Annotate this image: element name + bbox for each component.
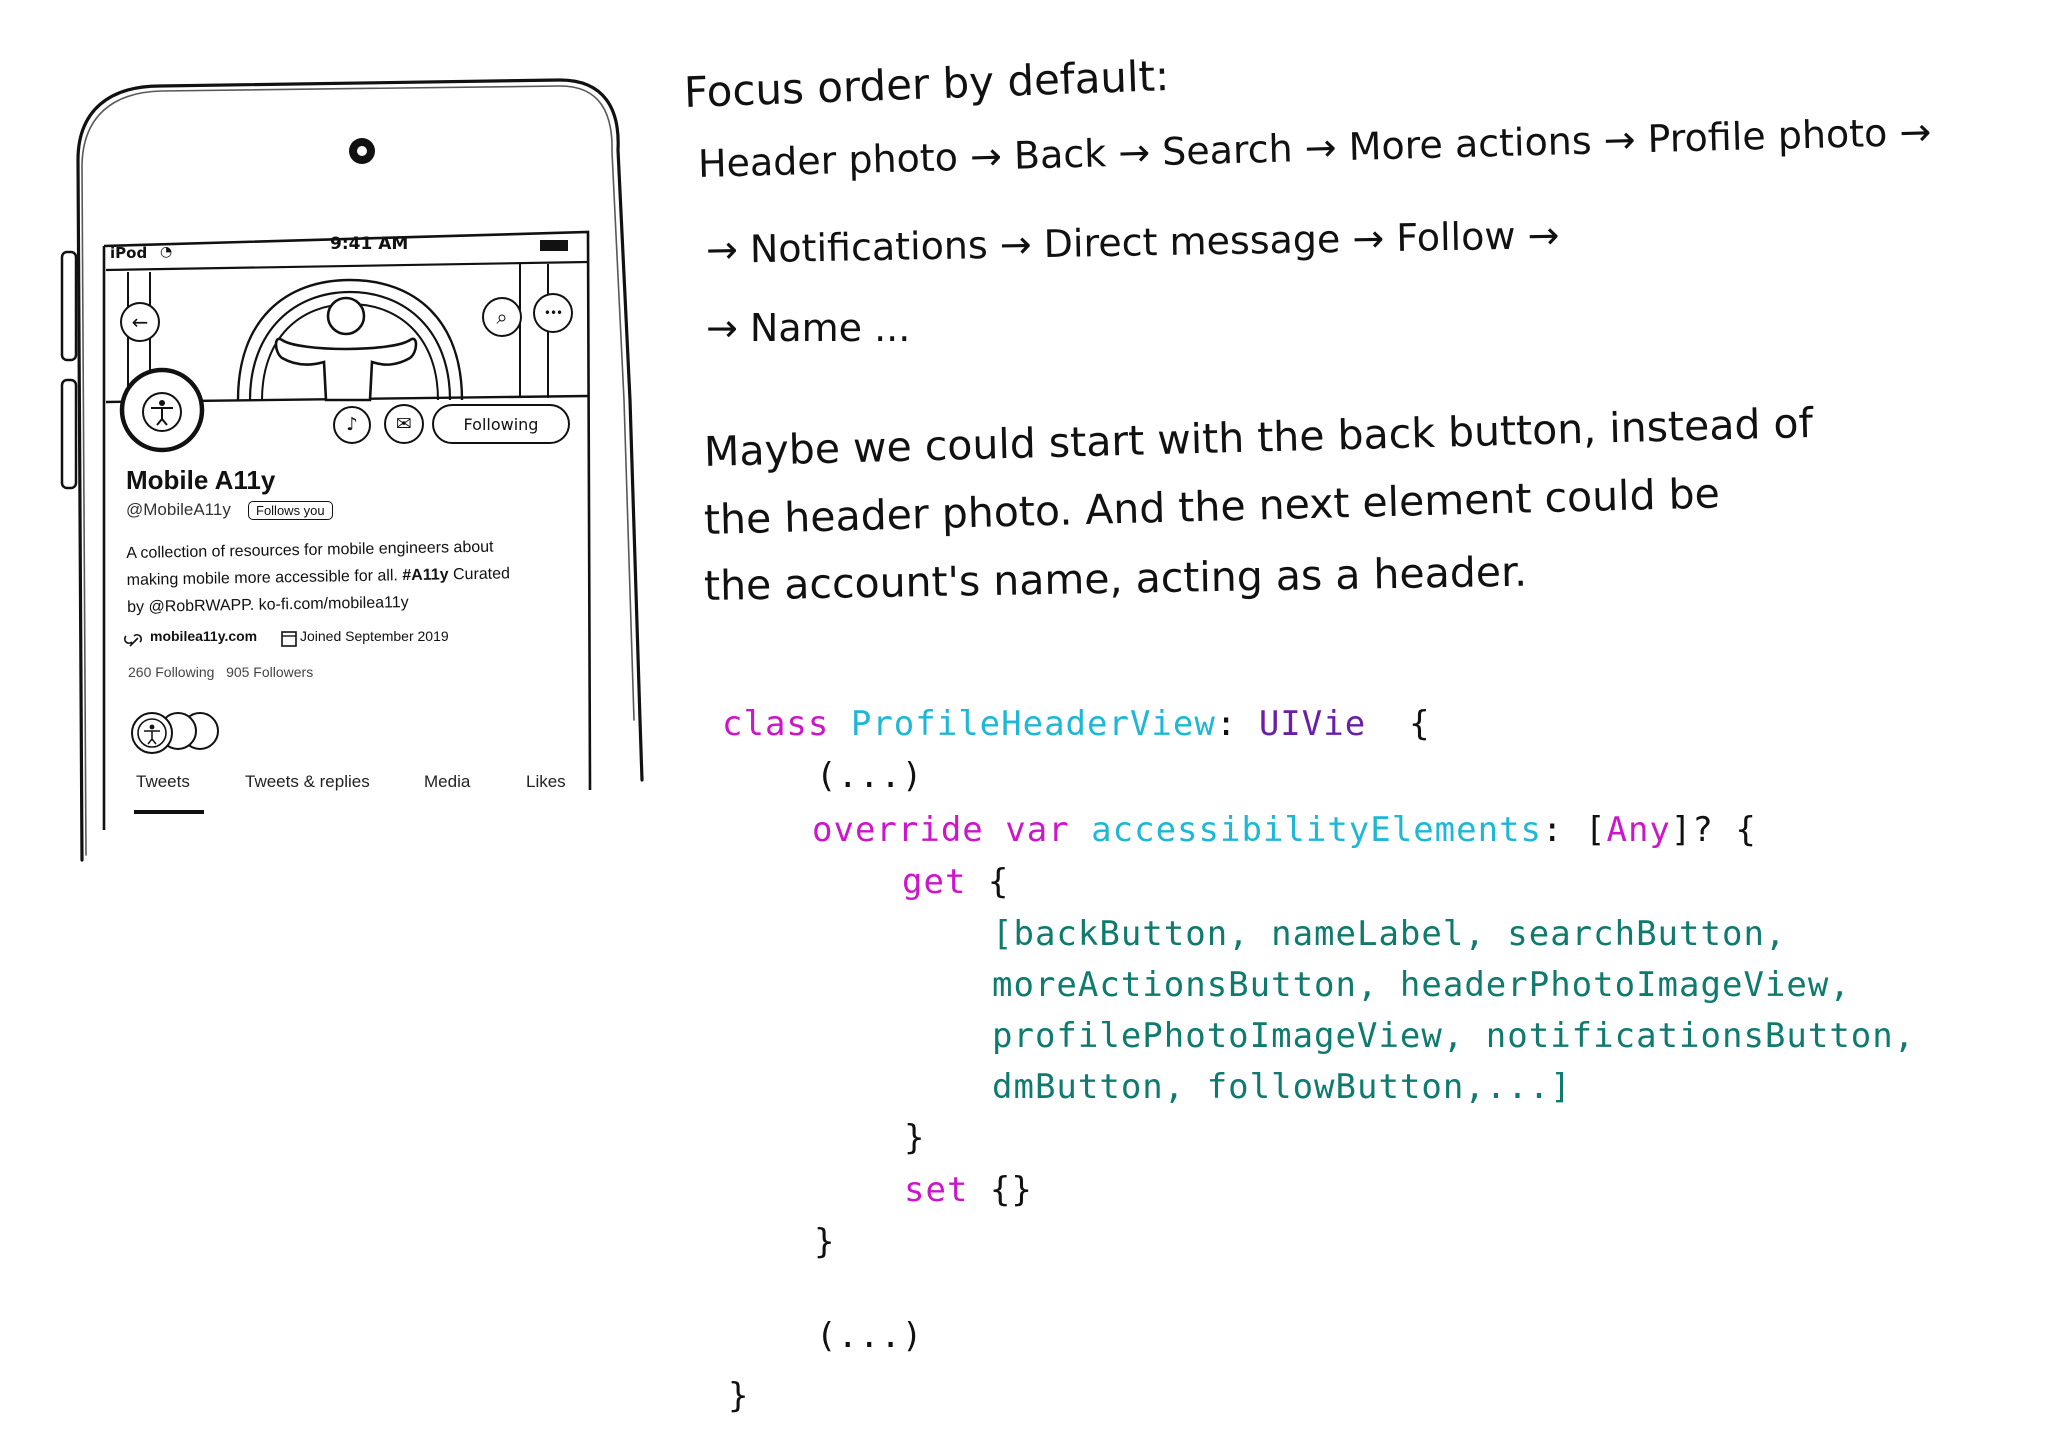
- clock-label: 9:41 AM: [330, 234, 409, 254]
- side-button-bottom: [60, 378, 78, 490]
- follow-stats: 260 Following 905 Followers: [128, 664, 313, 680]
- follows-you-badge: Follows you: [248, 501, 333, 520]
- website-link[interactable]: mobilea11y.com: [150, 628, 258, 644]
- focus-order-line-2: → Notifications → Direct message → Follo…: [705, 213, 1560, 272]
- keyword: var: [1005, 810, 1070, 850]
- tab-tweets[interactable]: Tweets: [136, 772, 190, 791]
- hashtag-link[interactable]: #A11y: [402, 566, 449, 585]
- followers-avatars: [131, 712, 219, 754]
- code-line-set: set {}: [904, 1170, 1033, 1210]
- punctuation: :: [1542, 810, 1564, 850]
- punctuation: :: [1215, 704, 1238, 744]
- code-class-close: }: [728, 1376, 750, 1416]
- code-ellipsis-top: (...): [816, 756, 924, 796]
- code-elements-line-2: moreActionsButton, headerPhotoImageView,: [992, 965, 1851, 1005]
- battery-icon: [540, 240, 568, 251]
- code-elements-line-3: profilePhotoImageView, notificationsButt…: [992, 1016, 1916, 1056]
- code-ellipsis-bottom: (...): [816, 1316, 924, 1356]
- focus-order-heading: Focus order by default:: [683, 51, 1171, 117]
- keyword: set: [904, 1170, 969, 1210]
- screen-outline: [102, 230, 592, 830]
- joined-date: Joined September 2019: [300, 628, 449, 644]
- search-icon: ⌕: [496, 305, 508, 329]
- direct-message-button[interactable]: ✉: [384, 404, 424, 444]
- wifi-icon: ◔: [160, 244, 173, 260]
- profile-name: Mobile A11y: [126, 465, 276, 495]
- focus-order-line-3: → Name ...: [706, 306, 911, 350]
- suggestion-line-3: the account's name, acting as a header.: [703, 547, 1528, 610]
- tab-tweets-replies[interactable]: Tweets & replies: [245, 772, 370, 791]
- type-name: ProfileHeaderView: [850, 704, 1216, 744]
- phone-outline: [76, 78, 644, 862]
- search-button[interactable]: ⌕: [482, 297, 522, 337]
- code-line-class: class ProfileHeaderView: UIVie {: [722, 704, 1431, 744]
- more-actions-button[interactable]: •••: [533, 293, 573, 333]
- followers-count[interactable]: 905 Followers: [226, 664, 314, 680]
- keyword: get: [902, 862, 967, 902]
- keyword: class: [722, 704, 830, 744]
- mail-icon: ✉: [396, 412, 412, 435]
- code-elements-line-4: dmButton, followButton,...]: [992, 1067, 1572, 1107]
- notifications-button[interactable]: ♪: [333, 406, 371, 444]
- tab-media[interactable]: Media: [424, 772, 471, 791]
- calendar-icon: [281, 631, 297, 647]
- carrier-label: iPod: [110, 244, 148, 262]
- more-icon: •••: [543, 306, 563, 320]
- punctuation: {: [1409, 704, 1431, 744]
- code-property-close: }: [814, 1222, 836, 1262]
- focus-order-line-1: Header photo → Back → Search → More acti…: [697, 109, 1932, 186]
- link-icon: [123, 633, 143, 647]
- superclass-name: UIVie: [1258, 704, 1367, 744]
- code-get-close: }: [904, 1118, 926, 1158]
- bio-text: Curated: [448, 565, 511, 584]
- code-line-override: override var accessibilityElements: [Any…: [812, 810, 1757, 850]
- side-button-top: [60, 250, 78, 362]
- profile-bio: A collection of resources for mobile eng…: [126, 532, 577, 621]
- profile-photo: [119, 367, 205, 453]
- type-name: Any: [1606, 810, 1671, 850]
- arrow-left-icon: ←: [131, 310, 149, 334]
- punctuation: {}: [989, 1170, 1033, 1210]
- keyword: override: [812, 810, 984, 850]
- bell-icon: ♪: [346, 414, 358, 435]
- bio-text: making mobile more accessible for all.: [126, 567, 403, 589]
- punctuation: ]? {: [1670, 810, 1757, 850]
- punctuation: [: [1585, 810, 1607, 850]
- code-elements-line-1: [backButton, nameLabel, searchButton,: [992, 914, 1787, 954]
- property-name: accessibilityElements: [1091, 810, 1543, 850]
- tab-likes[interactable]: Likes: [526, 772, 566, 791]
- punctuation: {: [987, 862, 1010, 902]
- follow-button[interactable]: Following: [432, 404, 570, 444]
- code-line-get: get {: [902, 862, 1009, 902]
- back-button[interactable]: ←: [120, 302, 160, 342]
- profile-handle: @MobileA11y: [126, 500, 231, 519]
- following-count[interactable]: 260 Following: [128, 664, 215, 680]
